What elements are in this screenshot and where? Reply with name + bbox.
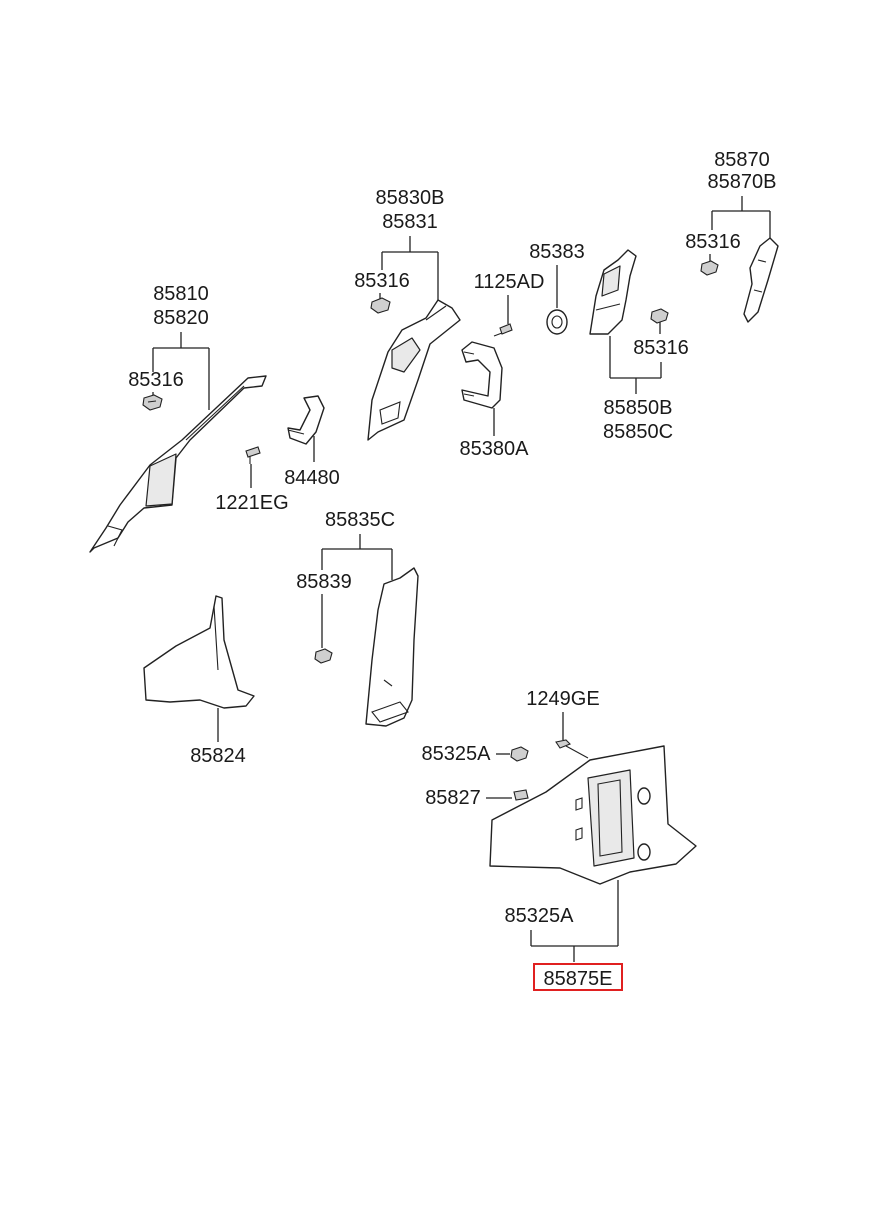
clip-85325A-a <box>510 746 529 762</box>
label-85325A-a[interactable]: 85325A <box>422 743 492 765</box>
label-85383[interactable]: 85383 <box>529 241 585 263</box>
label-85850C[interactable]: 85850C <box>603 421 673 443</box>
rear-trim-85875E <box>489 745 697 885</box>
label-85850B[interactable]: 85850B <box>604 397 673 419</box>
leader-85810 <box>152 332 210 410</box>
leader-85830B <box>381 236 439 300</box>
label-85380A[interactable]: 85380A <box>460 438 530 460</box>
label-1249GE[interactable]: 1249GE <box>526 688 599 710</box>
label-85827[interactable]: 85827 <box>425 787 481 809</box>
label-85870[interactable]: 85870 <box>714 149 770 171</box>
pillar-trim-85835C <box>365 567 419 727</box>
label-85810[interactable]: 85810 <box>153 283 209 305</box>
highlight-box-85875E <box>533 963 623 991</box>
label-85316-c[interactable]: 85316 <box>685 231 741 253</box>
label-85824[interactable]: 85824 <box>190 745 246 767</box>
leader-85850B <box>609 336 662 394</box>
cap-85383 <box>546 309 568 335</box>
bracket-84480 <box>287 395 325 445</box>
label-85835C[interactable]: 85835C <box>325 509 395 531</box>
part-group-84480: 84480 1221EG <box>215 395 340 514</box>
leader-85835C <box>321 534 393 580</box>
screw-1125AD <box>493 323 513 337</box>
label-85875E[interactable]: 85875E <box>544 968 613 990</box>
screw-1249GE <box>555 739 589 759</box>
screw-1221EG <box>245 446 261 464</box>
part-group-85830B: 85830B 85831 85316 <box>354 187 461 441</box>
quarter-trim-85850 <box>589 249 637 335</box>
clip-85316-b <box>370 297 391 314</box>
part-group-85824: 85824 <box>143 595 255 767</box>
part-group-85380A: 1125AD 85383 85380A <box>460 241 585 460</box>
clip-85316-d <box>650 308 669 324</box>
label-1221EG[interactable]: 1221EG <box>215 492 288 514</box>
label-85316-d[interactable]: 85316 <box>633 337 689 359</box>
label-85831[interactable]: 85831 <box>382 211 438 233</box>
label-85820[interactable]: 85820 <box>153 307 209 329</box>
clip-85839 <box>314 648 333 664</box>
lower-trim-85824 <box>143 595 255 709</box>
c-pillar-trim <box>743 237 779 323</box>
clip-85316-c <box>700 260 719 276</box>
part-group-85835C: 85835C 85839 <box>296 509 419 727</box>
part-group-85850B: 85316 85850B 85850C <box>589 249 689 443</box>
a-pillar-trim <box>89 375 267 553</box>
leader-85870 <box>711 196 771 240</box>
label-85870B[interactable]: 85870B <box>708 171 777 193</box>
part-group-85810: 85810 85820 85316 <box>89 283 267 553</box>
label-84480[interactable]: 84480 <box>284 467 340 489</box>
b-pillar-trim <box>367 299 461 441</box>
label-85316-b[interactable]: 85316 <box>354 270 410 292</box>
part-group-85875E: 1249GE 85325A 85827 85325A 85875E <box>422 688 697 991</box>
clip-85316-a <box>142 394 163 411</box>
label-1125AD[interactable]: 1125AD <box>474 271 545 293</box>
label-85325A-b[interactable]: 85325A <box>505 905 575 927</box>
grab-handle <box>461 341 503 409</box>
clip-85827 <box>513 789 529 801</box>
label-85316-a[interactable]: 85316 <box>128 369 184 391</box>
label-85830B[interactable]: 85830B <box>376 187 445 209</box>
part-group-85870: 85870 85870B 85316 <box>685 149 779 323</box>
leader-85875E <box>530 880 619 962</box>
label-85839[interactable]: 85839 <box>296 571 352 593</box>
